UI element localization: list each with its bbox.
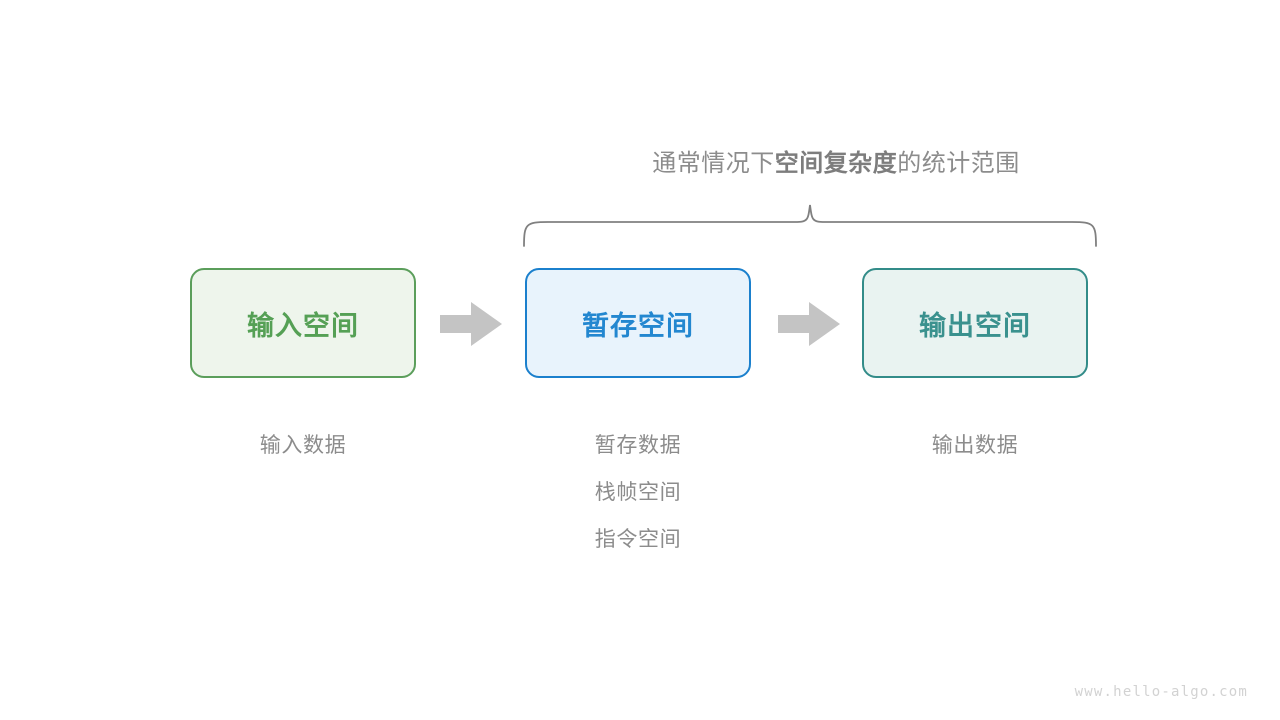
labels-output-space: 输出数据 (862, 422, 1088, 469)
watermark: www.hello-algo.com (1074, 684, 1248, 700)
list-item: 暂存数据 (594, 434, 682, 457)
box-input-space[interactable]: 输入空间 (190, 268, 416, 378)
caption-suffix: 的统计范围 (897, 150, 1020, 177)
scope-caption: 通常情况下空间复杂度的统计范围 (0, 148, 1280, 180)
caption-prefix: 通常情况下 (652, 150, 775, 177)
list-item: 输入数据 (259, 434, 347, 457)
box-output-space-label: 输出空间 (919, 310, 1031, 341)
labels-input-space: 输入数据 (190, 422, 416, 469)
box-input-space-label: 输入空间 (247, 310, 359, 341)
box-buffer-space-label: 暂存空间 (582, 310, 694, 341)
list-item: 输出数据 (931, 434, 1019, 457)
scope-brace (510, 192, 1110, 256)
arrow-right-icon (778, 300, 840, 348)
arrow-right-icon (440, 300, 502, 348)
caption-emphasis: 空间复杂度 (774, 150, 898, 177)
labels-buffer-space: 暂存数据 栈帧空间 指令空间 (525, 422, 751, 563)
box-output-space[interactable]: 输出空间 (862, 268, 1088, 378)
list-item: 栈帧空间 (594, 481, 682, 504)
list-item: 指令空间 (594, 528, 682, 551)
box-buffer-space[interactable]: 暂存空间 (525, 268, 751, 378)
